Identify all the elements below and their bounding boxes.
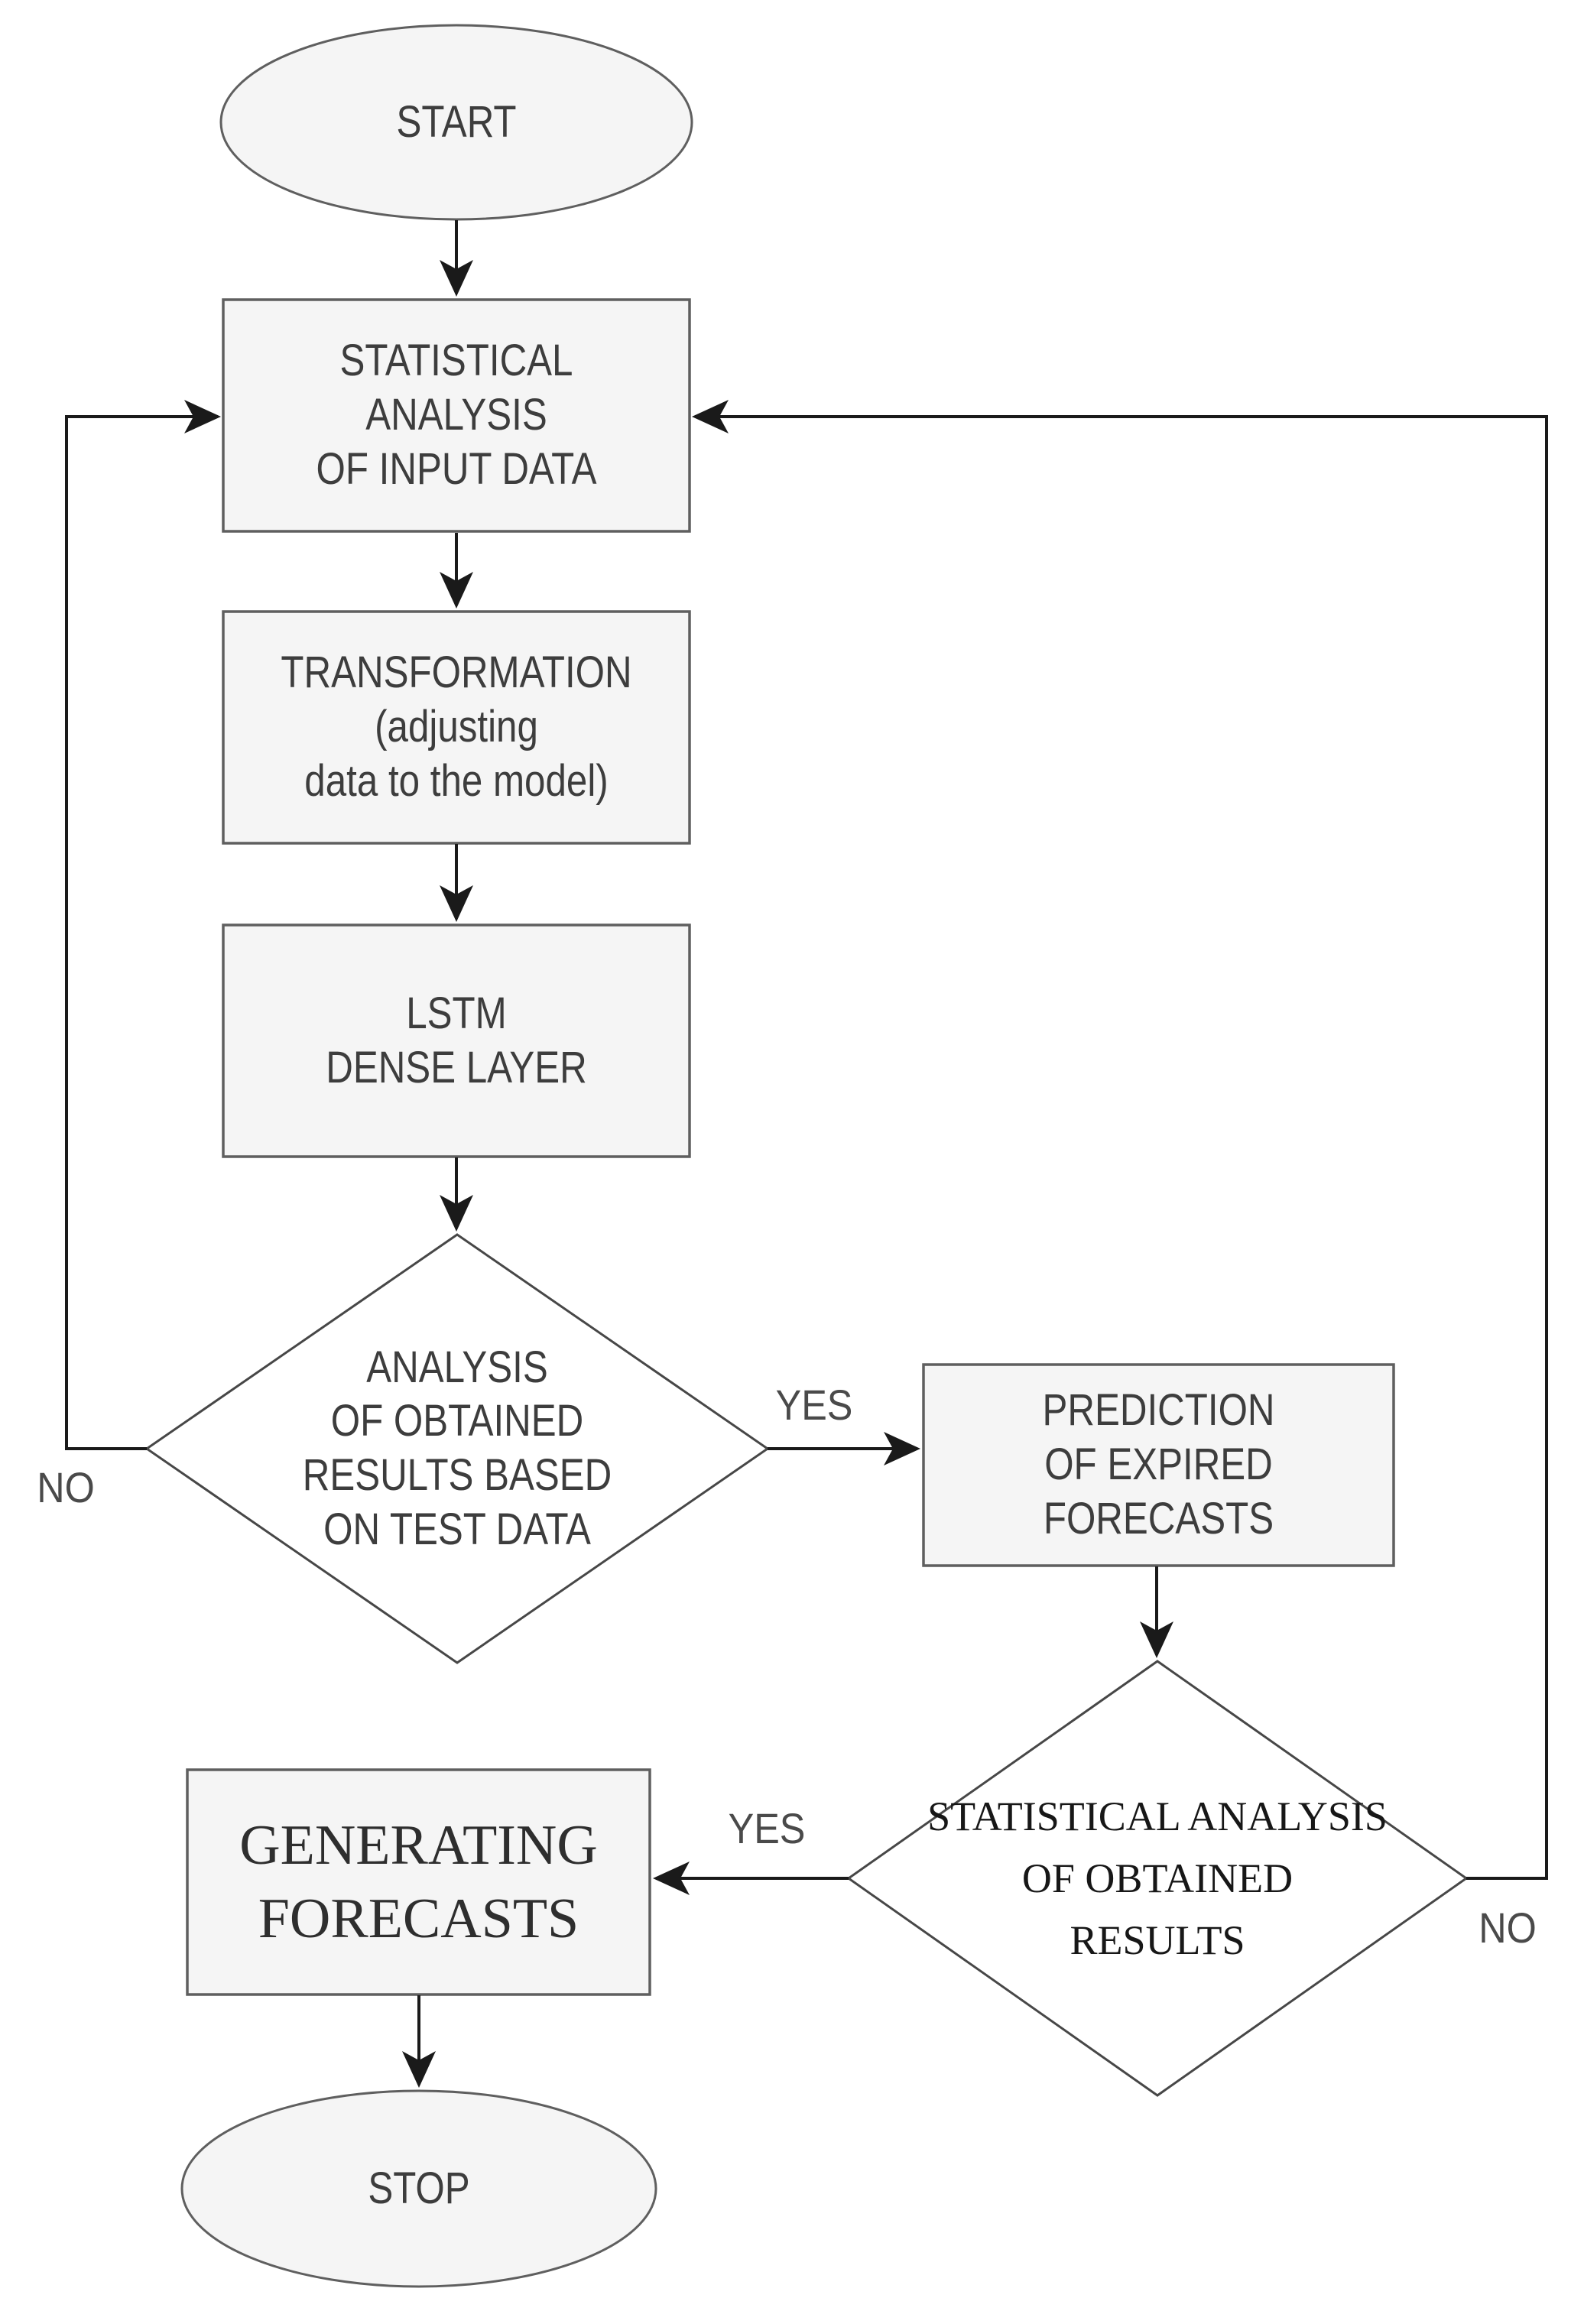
arrow-no-analysis-loop-to-statistical-analysis <box>65 400 221 1450</box>
statistical-analysis-input-box-shape <box>222 298 691 533</box>
arrow-no-results-loop-to-statistical-analysis <box>692 400 1548 1880</box>
prediction-expired-box-shape <box>922 1363 1395 1567</box>
stop-terminator-shape <box>180 2089 657 2288</box>
statistical-analysis-results-decision-shape <box>846 1660 1469 2097</box>
analysis-test-data-decision-shape <box>144 1233 770 1664</box>
transformation-box-shape <box>222 610 691 845</box>
lstm-dense-layer-box-shape <box>222 923 691 1158</box>
generating-forecasts-box-shape <box>186 1768 651 1996</box>
start-terminator-shape <box>219 24 693 221</box>
